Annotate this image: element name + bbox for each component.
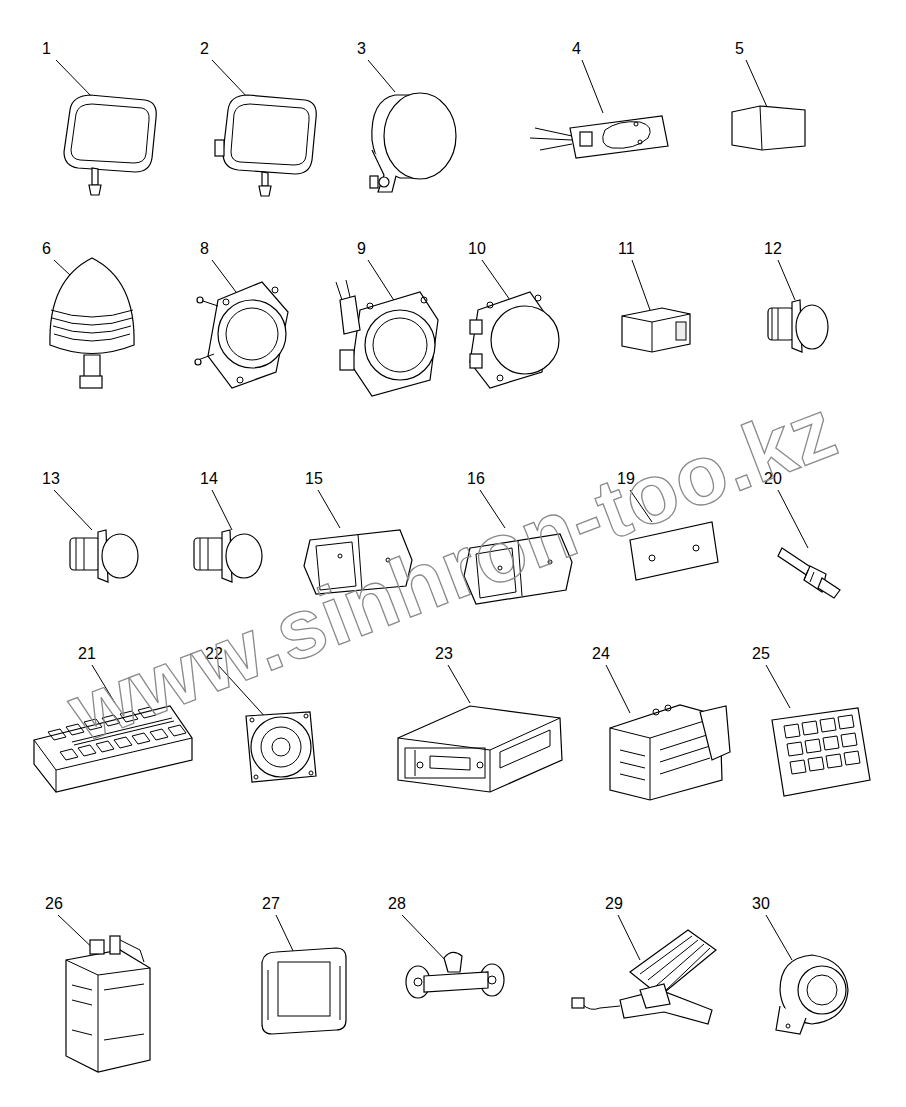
box-part [622,308,690,352]
callout-number: 8 [200,240,209,258]
box-part [732,106,805,150]
callout-number: 3 [357,40,366,58]
callout-number: 11 [618,240,635,258]
callout-number: 30 [752,895,770,913]
callout-number: 9 [357,240,366,258]
callout-number: 15 [305,470,323,488]
callout-number: 5 [735,40,744,58]
push-switch [768,300,828,352]
callout-number: 10 [468,240,486,258]
speaker [246,712,316,782]
callout-number: 12 [764,240,782,258]
radio [398,706,562,792]
push-switch [194,530,262,582]
callout-number: 1 [42,40,51,58]
work-lamp [64,95,156,195]
beacon-lamp [50,258,134,388]
mount-arm [406,952,504,998]
watermark: www.sinhron-too.kz [58,385,847,755]
camera [776,955,848,1034]
callout-number: 23 [435,645,453,663]
callout-number: 28 [388,895,406,913]
callout-number: 24 [592,645,610,663]
round-lamp [195,282,288,388]
callout-number: 16 [467,470,485,488]
accelerator-pedal [572,930,716,1024]
callout-number: 6 [42,240,51,258]
callout-number: 13 [42,470,60,488]
keypad [772,708,870,796]
round-lamp [370,93,456,192]
callout-number: 25 [752,645,770,663]
callout-number: 26 [45,895,63,913]
push-switch [70,530,138,582]
callout-number: 4 [572,40,581,58]
callout-number: 2 [200,40,209,58]
callout-number: 29 [605,895,623,913]
callout-number: 21 [78,645,96,663]
round-lamp [470,292,559,388]
work-lamp [215,95,316,196]
round-lamp [336,280,438,396]
sensor [778,548,840,598]
switch-plate [530,116,668,158]
callout-number: 14 [200,470,218,488]
controller [610,705,730,800]
control-unit [66,936,150,1072]
callout-number: 27 [262,895,280,913]
display [262,948,346,1034]
